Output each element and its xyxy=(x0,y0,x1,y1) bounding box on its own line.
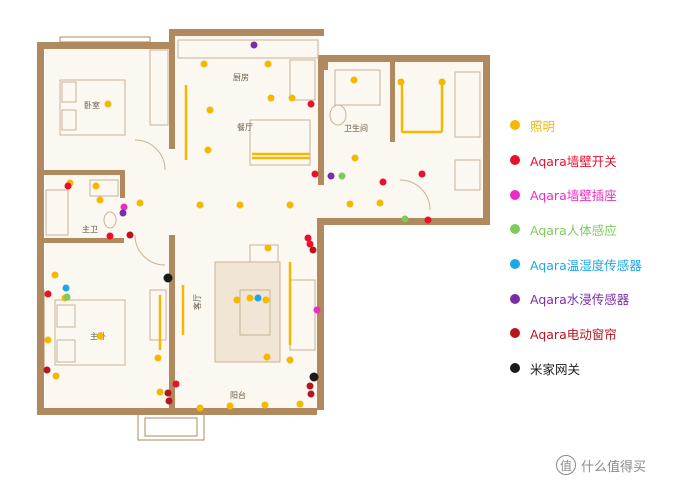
room-label-living: 客厅 xyxy=(192,294,202,310)
window-frames xyxy=(39,36,461,441)
legend-item-wall-socket: Aqara墙壁插座 xyxy=(510,177,675,212)
curtain-markers xyxy=(43,231,317,405)
room-label-dining: 餐厅 xyxy=(237,123,253,132)
legend-label: Aqara人体感应 xyxy=(530,222,617,238)
legend-item-water-leak: Aqara水浸传感器 xyxy=(510,281,675,316)
legend-label: 照明 xyxy=(530,118,556,134)
legend-item-gateway: 米家网关 xyxy=(510,351,675,386)
darkred-dot-icon xyxy=(510,328,520,339)
wall-socket-markers xyxy=(120,203,321,314)
room-label-bathroom: 卫生间 xyxy=(344,123,368,133)
legend-item-lighting: 照明 xyxy=(510,108,675,143)
legend-label: Aqara墙壁开关 xyxy=(530,153,617,169)
legend-label: 米家网关 xyxy=(530,361,581,377)
room-label-bedroom: 卧室 xyxy=(84,100,100,110)
room-label-main-bath: 主卫 xyxy=(82,224,98,234)
magenta-dot-icon xyxy=(510,189,520,200)
legend-label: Aqara电动窗帘 xyxy=(530,326,617,342)
legend-item-temp-humidity: Aqara温湿度传感器 xyxy=(510,247,675,282)
legend-item-curtain: Aqara电动窗帘 xyxy=(510,316,675,351)
room-label-kitchen: 厨房 xyxy=(233,72,249,82)
black-dot-icon xyxy=(510,363,520,374)
motion-sensor-markers xyxy=(63,172,409,301)
device-markers xyxy=(43,41,446,412)
legend-label: Aqara墙壁插座 xyxy=(530,188,617,204)
red-dot-icon xyxy=(510,155,520,166)
yellow-dot-icon xyxy=(510,120,520,131)
furniture xyxy=(45,39,481,366)
legend-label: Aqara水浸传感器 xyxy=(530,292,630,308)
blue-dot-icon xyxy=(510,259,520,270)
legend-label: Aqara温湿度传感器 xyxy=(530,257,642,273)
watermark: 值 什么值得买 xyxy=(556,452,676,478)
device-legend: 照明 Aqara墙壁开关 Aqara墙壁插座 Aqara人体感应 Aqara温湿度传感器… xyxy=(510,108,675,386)
green-dot-icon xyxy=(510,224,520,235)
wall-switch-markers xyxy=(44,100,432,388)
smzdm-logo-icon: 值 xyxy=(556,455,576,475)
lighting-strips xyxy=(158,85,444,350)
legend-item-wall-switch: Aqara墙壁开关 xyxy=(510,143,675,178)
watermark-text: 什么值得买 xyxy=(581,459,647,475)
gateway-markers xyxy=(163,273,319,382)
room-label-balcony: 阳台 xyxy=(230,390,246,400)
floor-plan: 卧室 厨房 餐厅 卫生间 主卫 主卧 客厅 阳台 xyxy=(37,29,490,441)
water-leak-markers xyxy=(119,41,335,217)
purple-dot-icon xyxy=(510,293,520,304)
temp-humidity-markers xyxy=(62,284,262,302)
legend-item-motion-sensor: Aqara人体感应 xyxy=(510,212,675,247)
